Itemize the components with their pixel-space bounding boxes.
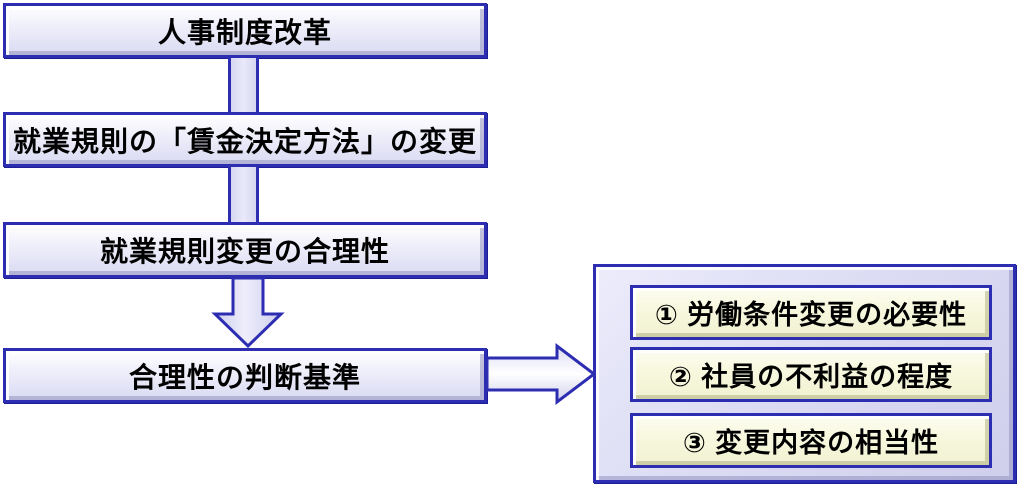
flow-box-rationality-criteria: 合理性の判断基準 [3,348,487,403]
flow-box-label: 合理性の判断基準 [128,361,361,393]
flow-box-wage-rule-change: 就業規則の「賃金決定方法」の変更 [3,112,487,167]
criteria-box-necessity: ① 労働条件変更の必要性 [630,285,992,340]
flow-box-label: 就業規則変更の合理性 [99,236,390,267]
flow-box-label: 就業規則の「賃金決定方法」の変更 [12,125,477,157]
flow-box-rule-change-rationality: 就業規則変更の合理性 [3,222,487,278]
criteria-box-disadvantage: ② 社員の不利益の程度 [630,347,992,402]
flow-box-personnel-reform: 人事制度改革 [3,3,487,58]
right-arrow-icon [487,342,597,406]
criteria-label: ③ 変更内容の相当性 [682,428,940,458]
connector-bar-2 [228,167,259,222]
flow-box-label: 人事制度改革 [157,16,332,48]
criteria-box-appropriateness: ③ 変更内容の相当性 [630,413,992,468]
criteria-label: ① 労働条件変更の必要性 [654,300,968,330]
criteria-label: ② 社員の不利益の程度 [668,362,954,392]
down-arrow-icon [211,278,285,348]
connector-bar-1 [228,58,259,112]
